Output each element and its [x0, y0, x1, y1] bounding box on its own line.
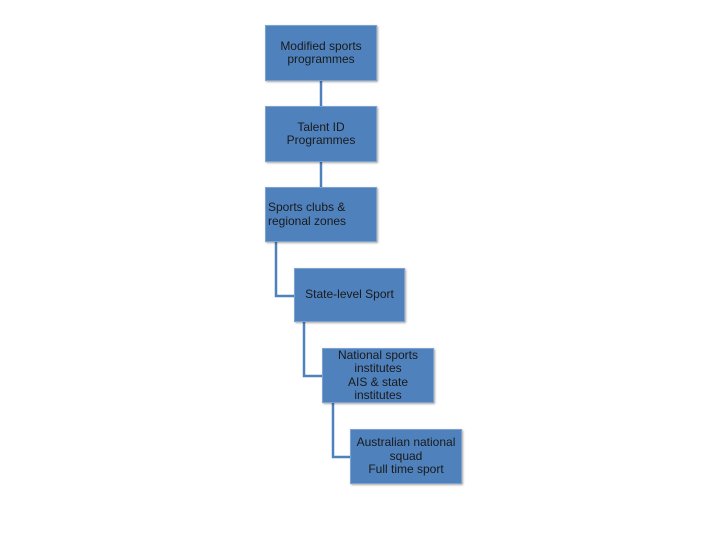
node-talent-id: Talent ID Programmes: [265, 106, 377, 162]
node-label: National sports institutes AIS & state i…: [337, 347, 419, 402]
connector-clubs-to-state: [274, 242, 294, 298]
node-national-institutes: National sports institutes AIS & state i…: [322, 348, 434, 403]
node-national-squad: Australian national squad Full time spor…: [350, 429, 462, 484]
node-modified-sports: Modified sports programmes: [265, 25, 377, 81]
node-sports-clubs: Sports clubs & regional zones: [265, 187, 377, 242]
node-label: Australian national squad Full time spor…: [356, 435, 456, 477]
node-label: Talent ID Programmes: [286, 119, 356, 147]
connector-state-to-national: [302, 322, 322, 378]
connector-national-to-squad: [331, 403, 350, 459]
node-state-level: State-level Sport: [294, 268, 405, 322]
node-label: State-level Sport: [305, 287, 394, 302]
node-label: Modified sports programmes: [280, 38, 362, 66]
node-label: Sports clubs & regional zones: [268, 200, 347, 228]
